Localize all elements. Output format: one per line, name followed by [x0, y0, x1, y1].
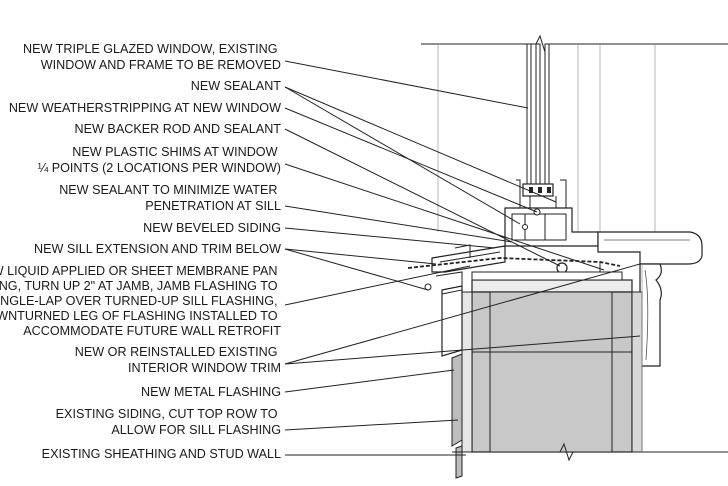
leader-lines [284, 60, 641, 456]
leader-sill-sealant [284, 205, 513, 243]
leader-backer-rod [284, 128, 561, 267]
top-break-lines [421, 34, 728, 54]
exterior-siding [424, 271, 463, 479]
window-frame [504, 207, 599, 247]
leader-window [284, 60, 529, 109]
bottom-break-lines [452, 442, 728, 462]
leader-pan-flashing [284, 265, 471, 306]
label-window: NEW TRIPLE GLAZED WINDOW, EXISTING WINDO… [23, 42, 281, 72]
label-weatherstripping: NEW WEATHERSTRIPPING AT NEW WINDOW [9, 101, 281, 115]
label-siding: NEW BEVELED SIDING [143, 221, 281, 235]
stud-wall [471, 291, 643, 453]
label-sill-sealant: NEW SEALANT TO MINIMIZE WATER PENETRATIO… [59, 183, 281, 213]
leader-siding [284, 227, 496, 249]
leader-weatherstripping [284, 107, 538, 213]
label-sill-extension: NEW SILL EXTENSION AND TRIM BELOW [34, 242, 281, 256]
triple-glazed-window [516, 43, 567, 221]
label-interior-trim: NEW OR REINSTALLED EXISTING INTERIOR WIN… [75, 345, 281, 375]
leader-sill-extension-b [284, 248, 429, 291]
wall-elevation-lines [437, 44, 656, 232]
label-sheathing: EXISTING SHEATHING AND STUD WALL [42, 447, 281, 461]
leader-metal-flashing [284, 369, 455, 393]
label-shims: NEW PLASTIC SHIMS AT WINDOW ¼ POINTS (2 … [38, 145, 281, 175]
leader-interior-trim-b [284, 263, 641, 365]
leader-sill-extension-a [284, 248, 437, 265]
section-drawing [407, 34, 728, 479]
label-backer-rod: NEW BACKER ROD AND SEALANT [75, 122, 282, 136]
label-sealant: NEW SEALANT [191, 79, 282, 93]
leader-existing-siding [284, 419, 459, 431]
leader-sealant-b [284, 86, 557, 203]
interior-trim [639, 263, 662, 367]
label-metal-flashing: NEW METAL FLASHING [141, 385, 281, 399]
interior-stool [597, 231, 703, 265]
leader-sealant-a [284, 86, 521, 225]
callout-labels: NEW TRIPLE GLAZED WINDOW, EXISTING WINDO… [0, 42, 281, 461]
leader-shims [284, 163, 605, 271]
label-pan-flashing: NEW LIQUID APPLIED OR SHEET MEMBRANE PAN… [0, 264, 281, 338]
label-existing-siding: EXISTING SIDING, CUT TOP ROW TO ALLOW FO… [56, 407, 281, 437]
leader-interior-trim-a [284, 335, 641, 365]
sheathing [461, 291, 473, 453]
